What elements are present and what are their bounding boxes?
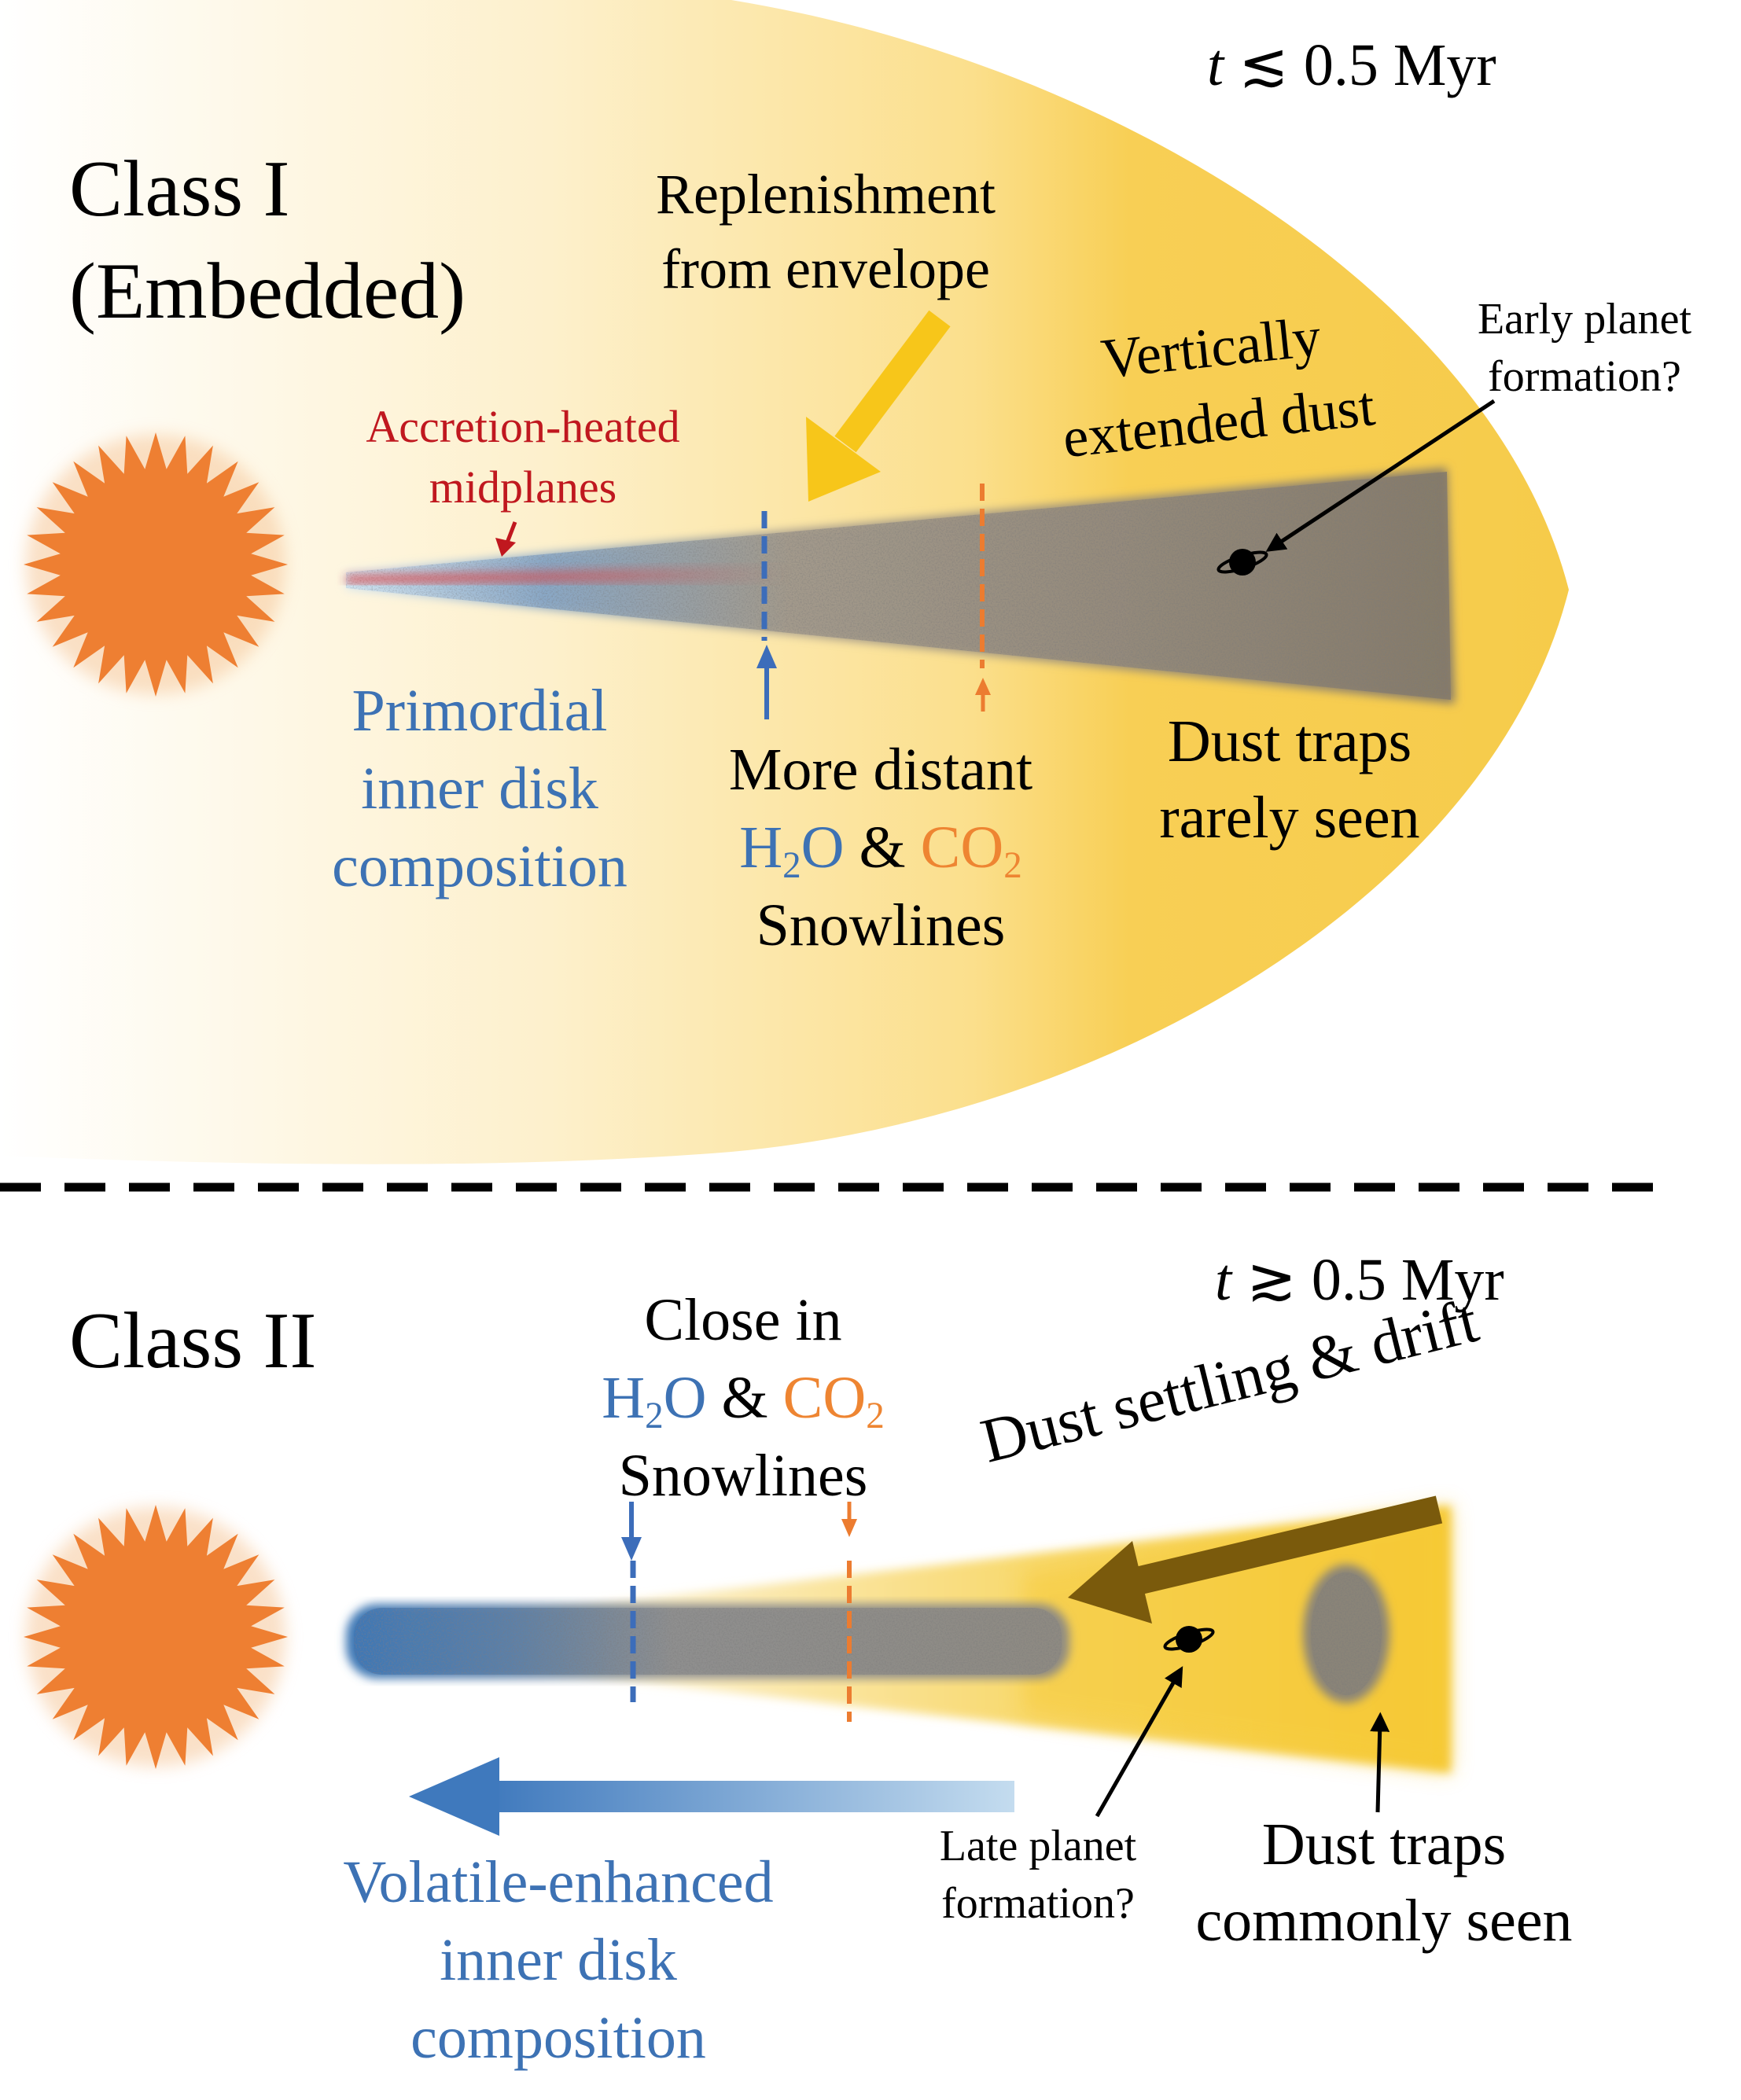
volatile-enhanced-label: Volatile-enhanced inner disk composition (343, 1849, 774, 2071)
planet-icon (1216, 549, 1268, 576)
early-planet-label: Early planet formation? (1477, 295, 1692, 401)
time-label-class-i: t ≲ 0.5 Myr (1207, 32, 1496, 98)
late-planet-label: Late planet formation? (939, 1822, 1137, 1928)
accretion-heated-label: Accretion-heated midplanes (366, 401, 680, 513)
primordial-composition-label: Primordial inner disk composition (332, 678, 628, 899)
dust-trap-pointer-arrow (1370, 1712, 1390, 1813)
dust-settling-arrow (1068, 1495, 1443, 1624)
class-i-disk (346, 468, 1455, 704)
class-i-title: Class I (69, 145, 290, 234)
replenishment-label: Replenishment from envelope (656, 163, 996, 301)
h2o-pointer-arrow-2 (621, 1502, 642, 1561)
dust-traps-rare-label: Dust traps rarely seen (1159, 708, 1420, 851)
co2-pointer-arrow-1 (975, 678, 991, 712)
h2o-pointer-arrow-1 (756, 645, 777, 719)
late-planet-pointer-arrow (1095, 1666, 1183, 1818)
class-ii-title: Class II (69, 1296, 317, 1385)
midplane-pointer-arrow (495, 521, 517, 557)
dust-traps-common-label: Dust traps commonly seen (1195, 1811, 1573, 1955)
replenishment-arrow (806, 310, 951, 502)
distant-snowlines-label: More distant H2O & CO2 Snowlines (728, 737, 1033, 958)
star-icon (24, 432, 288, 697)
accretion-heated-midplane (346, 565, 786, 583)
close-snowlines-label: Close in H2O & CO2 Snowlines (602, 1287, 885, 1509)
planet-icon (1163, 1626, 1215, 1653)
time-label-class-ii: t ≳ 0.5 Myr (1215, 1247, 1504, 1313)
volatile-inflow-arrow (409, 1757, 1014, 1836)
early-planet-pointer-arrow (1265, 399, 1496, 552)
star-icon (24, 1505, 288, 1769)
class-i-subtitle: (Embedded) (69, 247, 466, 336)
co2-pointer-arrow-2 (841, 1502, 857, 1537)
